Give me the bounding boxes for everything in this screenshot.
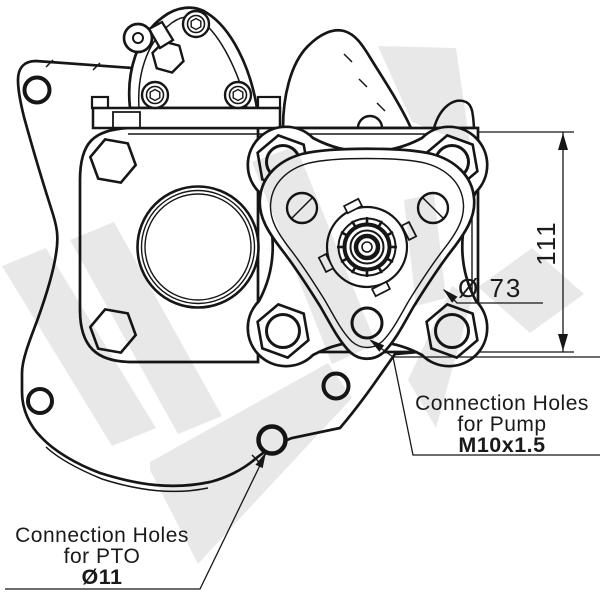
spline-hub <box>325 205 409 289</box>
housing-corner-lobe <box>432 99 476 130</box>
logo-watermark <box>2 46 584 564</box>
pto-holes-label-line1: Connection Holes <box>15 524 189 547</box>
arrowhead <box>369 339 385 352</box>
plate-thickness-line <box>45 446 209 493</box>
pump-holes-callout: Connection Holes for Pump M10x1.5 <box>369 339 600 457</box>
pilot-diameter-value: Ø 73 <box>458 273 522 303</box>
arrowhead <box>443 289 458 303</box>
grease-fitting <box>122 20 185 74</box>
socket-bolt <box>225 82 251 108</box>
pto-connection-hole <box>26 387 54 415</box>
dimension-height: 111 <box>478 131 574 353</box>
pto-connection-hole <box>22 75 52 105</box>
rear-housing <box>281 28 476 130</box>
socket-bolt <box>183 11 209 37</box>
pto-holes-label-line2: for PTO <box>64 545 141 568</box>
arrowhead <box>558 133 568 150</box>
pto-mounting-plate <box>78 126 260 364</box>
pump-holes-label-line1: Connection Holes <box>415 392 589 415</box>
socket-bolt <box>142 82 168 108</box>
pump-connection-hole <box>350 306 384 340</box>
top-cover <box>90 6 282 130</box>
flange-slots <box>317 197 418 298</box>
pump-holes-label-line2: for Pump <box>457 413 546 436</box>
cover-base-tab <box>90 95 110 110</box>
pto-connection-hole <box>256 424 288 456</box>
arrowhead <box>255 452 266 469</box>
casting-tick-marks <box>343 53 386 112</box>
cover-base-tab <box>256 95 282 110</box>
edge-tick-marks <box>45 59 260 463</box>
arrowhead <box>558 334 568 351</box>
top-boss <box>356 114 384 130</box>
pto-opening <box>136 185 260 309</box>
pilot-diameter-callout: Ø 73 <box>443 273 543 304</box>
dimension-height-value: 111 <box>531 220 561 266</box>
pump-flange <box>258 147 476 361</box>
pto-connection-hole <box>321 371 351 401</box>
pto-holes-label-line3: Ø11 <box>82 565 123 589</box>
base-step <box>112 111 141 128</box>
cover-base <box>91 106 282 130</box>
pto-holes-callout: Connection Holes for PTO Ø11 <box>5 452 267 590</box>
pump-holes-label-line3: M10x1.5 <box>458 433 545 457</box>
